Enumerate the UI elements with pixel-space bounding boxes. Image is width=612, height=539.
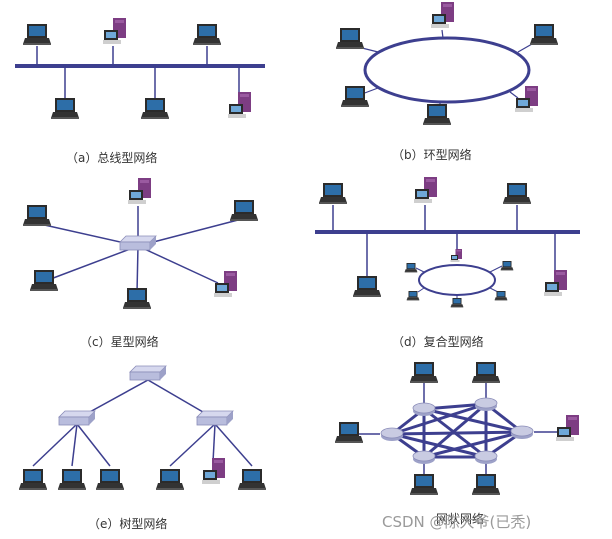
router-icon bbox=[510, 425, 534, 440]
mesh-topology bbox=[335, 362, 579, 495]
laptop-icon bbox=[335, 422, 363, 443]
laptop-icon bbox=[123, 288, 151, 309]
router-icon bbox=[380, 427, 404, 442]
watermark: CSDN @陈大爷(已秃) bbox=[382, 513, 532, 531]
laptop-icon bbox=[450, 298, 464, 308]
router-icon bbox=[412, 402, 436, 417]
workstation-icon bbox=[431, 2, 454, 28]
switch-icon bbox=[196, 410, 234, 426]
caption-star: （c）星型网络 bbox=[80, 335, 159, 349]
caption-mesh: 网状网络 bbox=[436, 512, 485, 526]
laptop-icon bbox=[410, 362, 438, 383]
workstation-icon bbox=[414, 177, 437, 203]
laptop-icon bbox=[336, 28, 364, 49]
laptop-icon bbox=[30, 270, 58, 291]
workstation-icon bbox=[202, 458, 225, 484]
laptop-icon bbox=[96, 469, 124, 490]
laptop-icon bbox=[23, 24, 51, 45]
laptop-icon bbox=[193, 24, 221, 45]
switch-icon bbox=[129, 365, 167, 381]
mesh-links bbox=[391, 402, 523, 459]
laptop-icon bbox=[19, 469, 47, 490]
laptop-icon bbox=[472, 362, 500, 383]
laptop-icon bbox=[319, 183, 347, 204]
switch-icon bbox=[58, 410, 96, 426]
router-icon bbox=[474, 450, 498, 465]
workstation-icon bbox=[450, 249, 462, 262]
workstation-icon bbox=[128, 178, 151, 204]
bus-topology bbox=[15, 18, 265, 119]
workstation-icon bbox=[228, 92, 251, 118]
workstation-icon bbox=[556, 415, 579, 441]
laptop-icon bbox=[51, 98, 79, 119]
laptop-icon bbox=[404, 263, 418, 273]
workstation-icon bbox=[544, 270, 567, 296]
tree-topology bbox=[19, 365, 266, 490]
hybrid-ring bbox=[418, 264, 496, 296]
bus-drop-lines bbox=[36, 46, 240, 100]
laptop-icon bbox=[503, 183, 531, 204]
workstation-icon bbox=[103, 18, 126, 44]
laptop-icon bbox=[341, 86, 369, 107]
ring-topology bbox=[336, 2, 558, 125]
laptop-icon bbox=[23, 205, 51, 226]
laptop-icon bbox=[500, 261, 514, 271]
laptop-icon bbox=[472, 474, 500, 495]
router-icon bbox=[474, 397, 498, 412]
laptop-icon bbox=[141, 98, 169, 119]
caption-tree: （e）树型网络 bbox=[88, 517, 168, 531]
laptop-icon bbox=[58, 469, 86, 490]
caption-bus: （a）总线型网络 bbox=[66, 151, 158, 165]
caption-hybrid: （d）复合型网络 bbox=[392, 335, 484, 349]
laptop-icon bbox=[230, 200, 258, 221]
laptop-icon bbox=[494, 291, 508, 301]
router-icon bbox=[412, 450, 436, 465]
workstation-icon bbox=[515, 86, 538, 112]
laptop-icon bbox=[410, 474, 438, 495]
switch-icon bbox=[119, 235, 157, 251]
ring-line bbox=[363, 36, 531, 104]
caption-ring: （b）环型网络 bbox=[392, 148, 472, 162]
workstation-icon bbox=[214, 271, 237, 297]
hybrid-topology bbox=[315, 177, 580, 308]
laptop-icon bbox=[423, 104, 451, 125]
laptop-icon bbox=[406, 291, 420, 301]
star-topology bbox=[23, 178, 258, 309]
laptop-icon bbox=[353, 276, 381, 297]
laptop-icon bbox=[156, 469, 184, 490]
laptop-icon bbox=[238, 469, 266, 490]
laptop-icon bbox=[530, 24, 558, 45]
